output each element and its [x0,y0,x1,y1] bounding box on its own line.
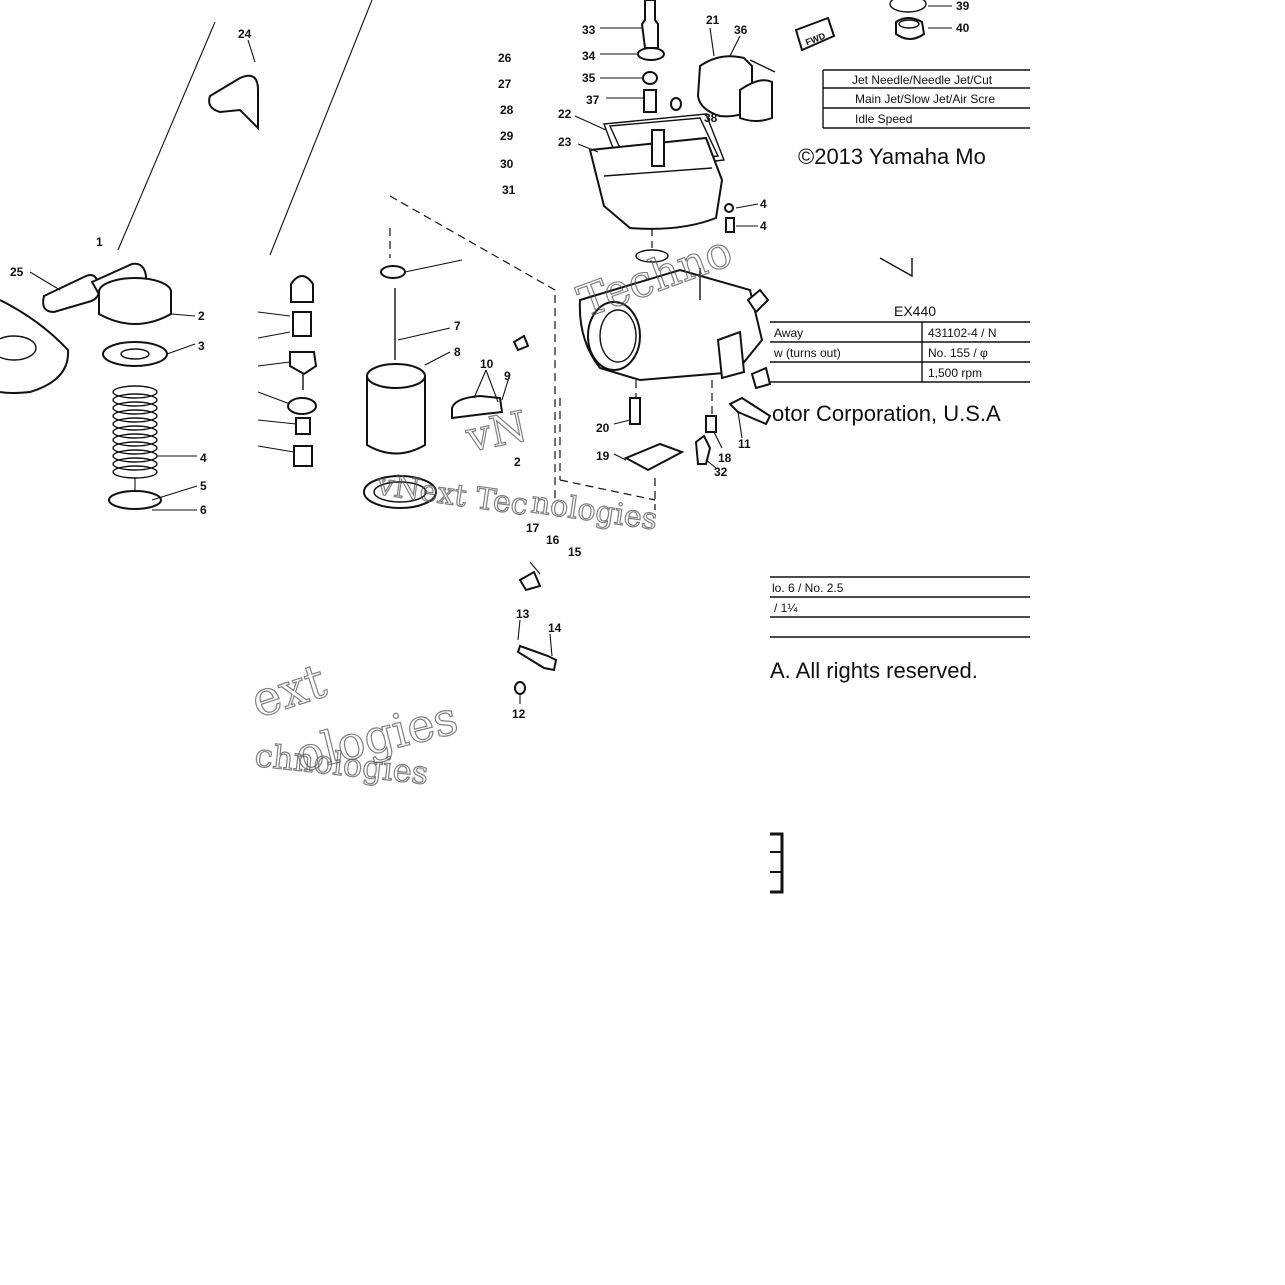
callout-3: 3 [198,339,205,353]
callout-5: 5 [200,479,207,493]
callout-2b: 2 [514,455,521,469]
callout-24: 24 [238,27,252,41]
callout-8: 8 [454,345,461,359]
top-right-tile: FWD [794,0,952,52]
callout-34: 34 [582,49,596,63]
callout-20: 20 [596,421,610,435]
spec-table-3: lo. 6 / No. 2.5 / 1¼ [770,576,1030,638]
callout-33: 33 [582,23,596,37]
callout-39: 39 [956,0,970,13]
watermark-2: vNext Tec [374,467,530,523]
spec1-row-1: Main Jet/Slow Jet/Air Scre [855,92,995,106]
copyright-line-3: A. All rights reserved. [770,658,978,683]
washer [102,341,168,367]
callout-41: 4 [760,197,767,211]
callout-35: 35 [582,71,596,85]
spec2-r0-label: Away [774,326,803,340]
callout-28: 28 [500,103,514,117]
callout-9: 9 [504,369,511,383]
copyright-line-2: otor Corporation, U.S.A [772,401,1001,426]
callout-42: 4 [760,219,767,233]
callout-19: 19 [596,449,610,463]
spring [112,385,158,479]
callout-1: 1 [96,235,103,249]
callout-11: 11 [738,437,751,451]
callout-17: 17 [526,521,540,535]
spec3-row-1: / 1¼ [774,601,798,615]
callout-2: 2 [198,309,205,323]
spec-table-1: Jet Needle/Needle Jet/Cut Main Jet/Slow … [822,69,1030,129]
float-arm-plate [623,442,685,472]
intake-throat [587,301,641,371]
callout-26: 26 [498,51,512,65]
watermark-4: ext [244,653,332,729]
callout-18: 18 [718,451,732,465]
spec2-r1-value: No. 155 / φ [928,346,988,360]
bracket-mark [770,832,784,894]
spec2-r0-value: 431102-4 / N [928,326,997,340]
callout-27: 27 [498,77,512,91]
needle-jet-holder [640,0,659,49]
callout-15: 15 [568,545,582,559]
callouts: 1 2 3 4 5 6 24 25 7 8 9 10 2 26 27 28 29… [10,0,970,721]
callout-13: 13 [516,607,530,621]
copyright-line-1: ©2013 Yamaha Mo [798,144,986,169]
float-bowl [588,136,724,230]
callout-23: 23 [558,135,572,149]
elbow-pipe [208,74,259,131]
throttle-slide [366,376,426,455]
callout-22: 22 [558,107,572,121]
callout-30: 30 [500,157,514,171]
callout-6: 6 [200,503,207,517]
fwd-badge [794,16,836,52]
spec2-r2-value: 1,500 rpm [928,366,982,380]
callout-38: 38 [704,111,718,125]
callout-10: 10 [480,357,494,371]
callout-4: 4 [200,451,207,465]
float-bowl-cap [363,475,437,509]
float-2 [739,79,773,122]
callout-14: 14 [548,621,562,635]
adjust-screw [516,644,558,672]
choke-lever [451,394,504,420]
cover-left [0,299,70,394]
callout-37: 37 [586,93,600,107]
callout-16: 16 [546,533,560,547]
callout-29: 29 [500,129,514,143]
callout-12: 12 [512,707,526,721]
callout-32: 32 [714,465,728,479]
left-tile [0,0,373,511]
callout-40: 40 [956,21,970,35]
callout-7: 7 [454,319,461,333]
callout-21: 21 [706,13,720,27]
spec1-row-2: Idle Speed [855,112,912,126]
callout-31: 31 [502,183,516,197]
callout-36: 36 [734,23,748,37]
spec2-r1-label: w (turns out) [773,346,841,360]
callout-25: 25 [10,265,24,279]
spec-table-2: EX440 Away 431102-4 / N w (turns out) No… [770,303,1030,383]
spec2-model: EX440 [894,303,936,319]
spec1-row-0: Jet Needle/Needle Jet/Cut [852,73,993,87]
watermark-3: nologies [529,485,660,537]
cap-rubber [290,275,314,303]
spec3-row-0: lo. 6 / No. 2.5 [772,581,844,595]
carb-tile [559,0,913,510]
cap-body [98,292,172,325]
middle-tile [257,195,558,704]
fitting [42,274,102,314]
